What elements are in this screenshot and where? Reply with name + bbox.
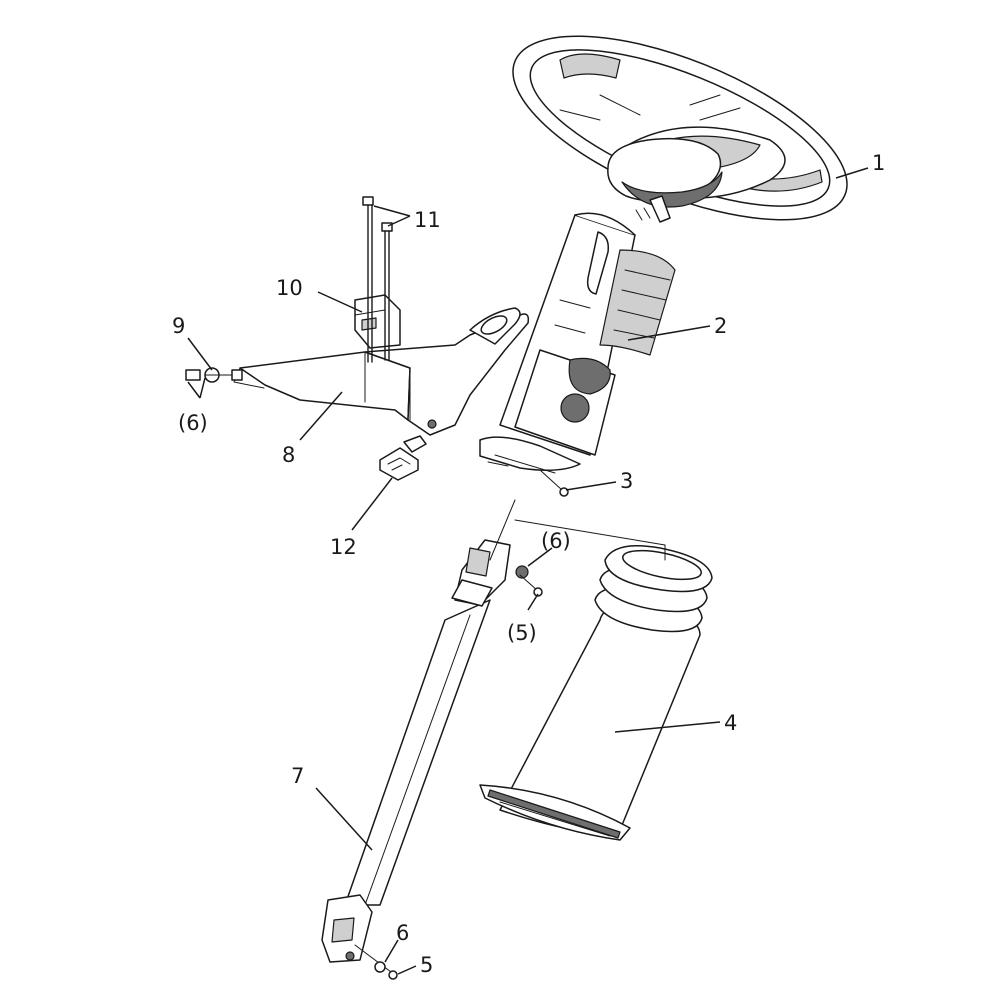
callout-1: 1 <box>872 151 885 175</box>
intermediate-shaft <box>321 539 543 980</box>
column-boot <box>479 545 713 841</box>
callout-10: 10 <box>276 276 303 300</box>
callout-labels: 1 2 3 4 (5) 5 (6) (6) 6 7 8 9 10 11 12 <box>172 151 885 977</box>
clip-12 <box>379 435 427 481</box>
callout-8: 8 <box>282 443 295 467</box>
callout-4: 4 <box>724 711 737 735</box>
callout-9: 9 <box>172 314 185 338</box>
callout-12: 12 <box>330 535 357 559</box>
callout-7: 7 <box>291 764 304 788</box>
callout-6-paren-left: (6) <box>178 411 208 435</box>
mounting-bracket <box>233 307 530 436</box>
steering-wheel <box>512 35 848 223</box>
screw-3 <box>539 469 569 497</box>
column-housing <box>479 212 676 474</box>
callout-2: 2 <box>714 314 727 338</box>
callout-3: 3 <box>620 469 633 493</box>
callout-6: 6 <box>396 921 409 945</box>
clamp-block <box>354 294 401 349</box>
assembly-lines <box>489 499 666 561</box>
callout-5: 5 <box>420 953 433 977</box>
callout-6-paren-right: (6) <box>541 529 571 553</box>
callout-11: 11 <box>414 208 441 232</box>
bolt-9 <box>185 367 243 383</box>
long-bolts <box>362 196 393 363</box>
callout-5-paren: (5) <box>507 621 537 645</box>
leader-lines <box>187 167 869 975</box>
